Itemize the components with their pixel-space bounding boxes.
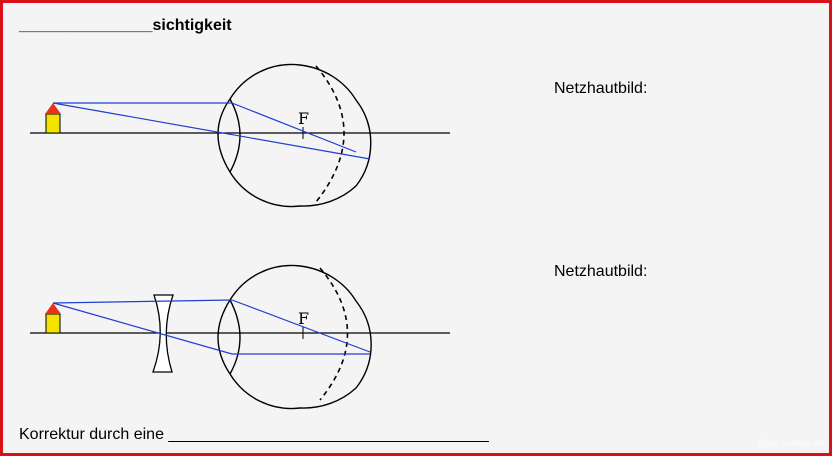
object-body (45, 313, 61, 334)
refracted-ray (231, 299, 371, 353)
eye-lens-back (229, 98, 241, 173)
eye-diagram-corrected: F (30, 264, 450, 410)
eye-lens-back (229, 299, 241, 375)
title-suffix: sichtigkeit (152, 17, 232, 34)
correction-blank: ____________________________________ (168, 426, 489, 443)
eye-diagram-uncorrected: F (30, 63, 450, 208)
retina-dashed (315, 65, 345, 203)
focus-label: F (298, 309, 309, 328)
watermark: Bild: Schule.at (758, 439, 823, 449)
eyeball-outline (229, 264, 372, 410)
focus-label: F (298, 109, 309, 128)
retina-label-top: Netzhautbild: (554, 80, 648, 97)
eye-lens-front (217, 98, 231, 173)
eyeball-outline (229, 63, 372, 208)
refracted-ray (231, 102, 357, 153)
title-blank: _______________ (19, 17, 153, 34)
object-house (45, 103, 61, 134)
retina-label-bottom: Netzhautbild: (554, 263, 648, 280)
retina-dashed (319, 267, 349, 401)
object-roof (45, 103, 61, 114)
object-body (45, 113, 61, 134)
concave-correction-lens (152, 294, 174, 373)
light-rays (52, 299, 371, 355)
central-ray (52, 302, 233, 355)
correction-line: Korrektur durch eine ___________________… (19, 426, 489, 444)
correction-prefix: Korrektur durch eine (19, 426, 164, 443)
object-roof (45, 303, 61, 314)
object-house (45, 303, 61, 334)
light-rays (52, 102, 371, 160)
parallel-ray (52, 299, 233, 304)
worksheet-title: _______________sichtigkeit (19, 17, 232, 35)
central-ray (52, 102, 371, 160)
eye-lens-front (217, 299, 231, 375)
